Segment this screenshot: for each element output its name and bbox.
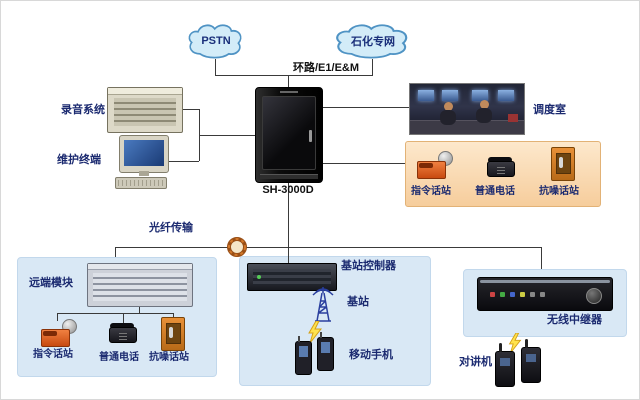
- mobile-phone-icon: [317, 332, 334, 371]
- telephone-label: 普通电话: [99, 352, 139, 363]
- console-screen: [498, 90, 514, 101]
- command-station-icon: [417, 151, 455, 179]
- operator-figure: [444, 102, 453, 111]
- handset: [488, 157, 512, 163]
- console-screen: [418, 90, 434, 101]
- mobile-phone-icon: [295, 336, 312, 375]
- monitor-stand: [139, 171, 149, 176]
- cabinet-base: [260, 174, 318, 179]
- connector-line: [57, 313, 173, 314]
- pstn-label: PSTN: [201, 35, 231, 47]
- noiseproof-station-label: 抗噪话站: [539, 186, 579, 197]
- wireless-repeater-icon: [477, 277, 613, 311]
- dispatch-room-label: 调度室: [533, 104, 566, 116]
- connector-line: [372, 59, 373, 75]
- telephone-icon: [487, 157, 515, 177]
- intercom-label: 对讲机: [459, 356, 492, 368]
- noiseproof-station-label: 抗噪话站: [149, 352, 189, 363]
- connector-line: [199, 135, 255, 136]
- remote-module-rack-icon: [87, 263, 193, 307]
- keypad: [119, 333, 127, 340]
- noiseproof-station-icon: [161, 317, 185, 351]
- operator-figure: [440, 110, 456, 125]
- pstn-cloud-icon: PSTN: [184, 21, 248, 61]
- console-desk: [410, 120, 524, 134]
- antenna-tower-icon: [303, 283, 343, 323]
- handset: [169, 327, 173, 338]
- connector-line: [541, 247, 542, 269]
- handset: [110, 323, 134, 329]
- noiseproof-station-icon: [551, 147, 575, 181]
- remote-module-label: 远端模块: [29, 277, 73, 289]
- trunk-label: 环路/E1/E&M: [293, 62, 360, 74]
- lightning-icon: [307, 320, 323, 344]
- connector-line: [288, 181, 289, 263]
- cabinet-door: [262, 96, 316, 170]
- connector-line: [115, 247, 116, 257]
- mobile-phone-label: 移动手机: [349, 349, 393, 361]
- connector-line: [321, 107, 409, 108]
- lightning-icon: [507, 332, 523, 354]
- connector-line: [215, 59, 216, 75]
- fiber-transmission-label: 光纤传输: [149, 222, 193, 234]
- telephone-label: 普通电话: [475, 186, 515, 197]
- dispatch-room-photo: [409, 83, 525, 135]
- base-station-label: 基站: [347, 296, 369, 308]
- petro-network-label: 石化专网: [351, 36, 395, 48]
- connector-line: [139, 305, 140, 313]
- connector-line: [173, 313, 174, 317]
- rack-slots: [93, 273, 187, 301]
- device-buttons: [490, 292, 495, 297]
- operator-figure: [480, 100, 489, 109]
- connector-line: [288, 75, 289, 87]
- petro-network-cloud-icon: 石化专网: [330, 21, 416, 61]
- handset: [559, 157, 563, 168]
- wireless-repeater-label: 无线中继器: [547, 314, 602, 326]
- command-station-label: 指令话站: [33, 349, 73, 360]
- connector-line: [123, 313, 124, 323]
- operator-figure: [476, 108, 492, 123]
- command-station-icon: [41, 319, 79, 347]
- device-knob: [586, 288, 602, 304]
- monitor-screen: [124, 140, 164, 166]
- connector-line: [321, 163, 405, 164]
- sh3000d-cabinet-icon: [255, 87, 323, 183]
- base-station-controller-icon: [247, 263, 337, 291]
- cabinet-model-label: SH-3000D: [262, 184, 314, 196]
- keypad: [497, 167, 505, 174]
- walkie-talkie-icon: [495, 343, 515, 387]
- recording-system-icon: [107, 87, 183, 133]
- photo-detail: [508, 114, 518, 122]
- console-screen: [472, 90, 488, 101]
- connector-line: [57, 313, 58, 321]
- fiber-trunk-line: [115, 247, 541, 248]
- rack-slots: [114, 98, 176, 126]
- recording-system-label: 录音系统: [61, 104, 105, 116]
- maintenance-terminal-label: 维护终端: [57, 154, 101, 166]
- keyboard-icon: [115, 177, 167, 189]
- telephone-icon: [109, 323, 137, 343]
- console-screen: [442, 90, 458, 101]
- connector-line: [169, 161, 199, 162]
- base-station-controller-label: 基站控制器: [341, 260, 396, 272]
- connector-line: [215, 75, 373, 76]
- walkie-talkie-icon: [521, 339, 541, 383]
- cabinet-handle: [309, 130, 312, 142]
- maintenance-terminal-icon: [119, 135, 169, 173]
- handset: [419, 163, 433, 168]
- command-station-label: 指令话站: [411, 186, 451, 197]
- fiber-coil-icon: [226, 236, 248, 258]
- handset: [43, 331, 57, 336]
- connector-line: [181, 109, 199, 110]
